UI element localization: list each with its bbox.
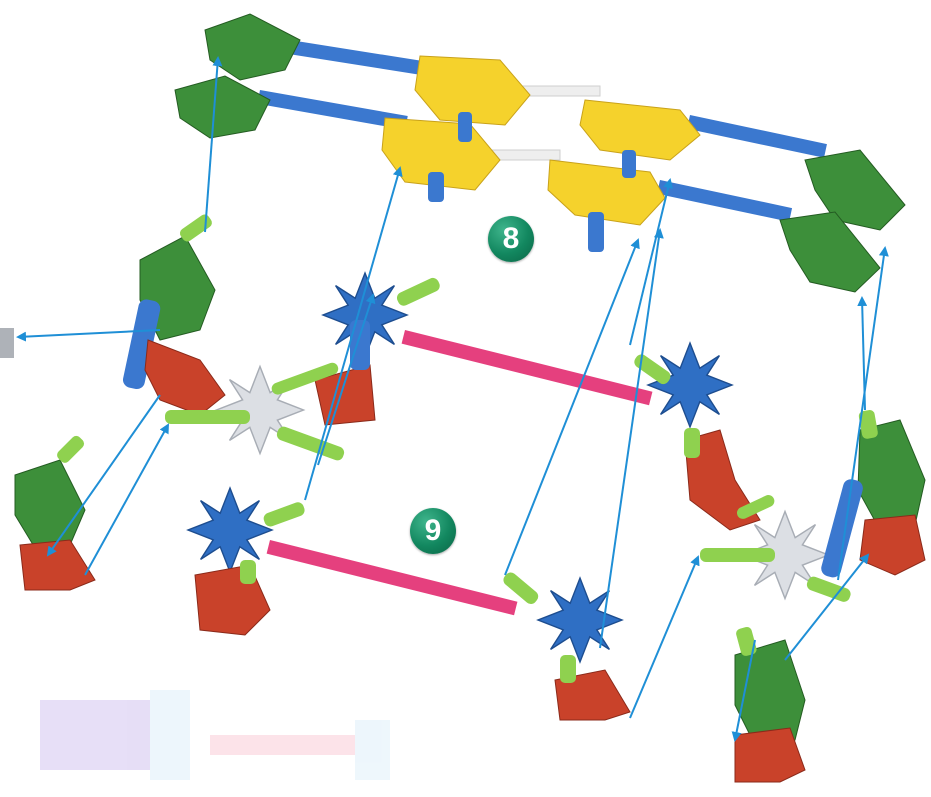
- bottom-left-corner-piece: [15, 434, 95, 590]
- green-connector: [175, 76, 270, 138]
- blue-connector: [538, 578, 622, 662]
- step-8-badge: 8: [488, 216, 534, 262]
- red-connector: [20, 540, 95, 590]
- pink-rod: [267, 540, 518, 615]
- lime-connector-stub: [262, 501, 306, 529]
- red-connector: [860, 515, 925, 575]
- lime-rod: [165, 410, 250, 424]
- left-side-assembly: [122, 212, 732, 462]
- blue-rod: [819, 477, 864, 579]
- faded-background-parts: [40, 690, 390, 780]
- yellow-connector: [548, 160, 665, 225]
- lime-connector-stub: [560, 655, 576, 683]
- lime-rod: [275, 425, 346, 462]
- offscreen-part: [0, 328, 14, 358]
- lime-connector-stub: [178, 212, 214, 243]
- step-9-assembly: [188, 488, 630, 720]
- step-8-top-assembly: [175, 14, 905, 292]
- lime-rod: [805, 575, 852, 604]
- yellow-connector: [415, 56, 530, 125]
- lime-connector-stub: [240, 560, 256, 584]
- white-rod: [490, 150, 560, 160]
- blue-rod: [657, 180, 792, 222]
- blue-connector: [188, 488, 272, 572]
- assembly-arrow-icon: [630, 557, 698, 718]
- step-9-badge: 9: [410, 508, 456, 554]
- green-connector: [205, 14, 300, 80]
- yellow-connector: [580, 100, 700, 160]
- lime-rod: [700, 548, 775, 562]
- white-rod: [520, 86, 600, 96]
- assembly-arrow-icon: [85, 425, 168, 575]
- assembly-arrow-icon: [600, 230, 660, 648]
- red-connector: [145, 340, 225, 415]
- lime-connector-stub: [395, 276, 442, 308]
- right-side-assembly: [684, 409, 925, 782]
- pink-rod: [402, 330, 653, 405]
- blue-connector: [648, 343, 732, 427]
- blue-rod: [350, 320, 370, 370]
- red-connector: [195, 565, 270, 635]
- green-connector: [15, 460, 85, 548]
- lime-connector-stub: [684, 428, 700, 458]
- blue-rod: [687, 115, 827, 158]
